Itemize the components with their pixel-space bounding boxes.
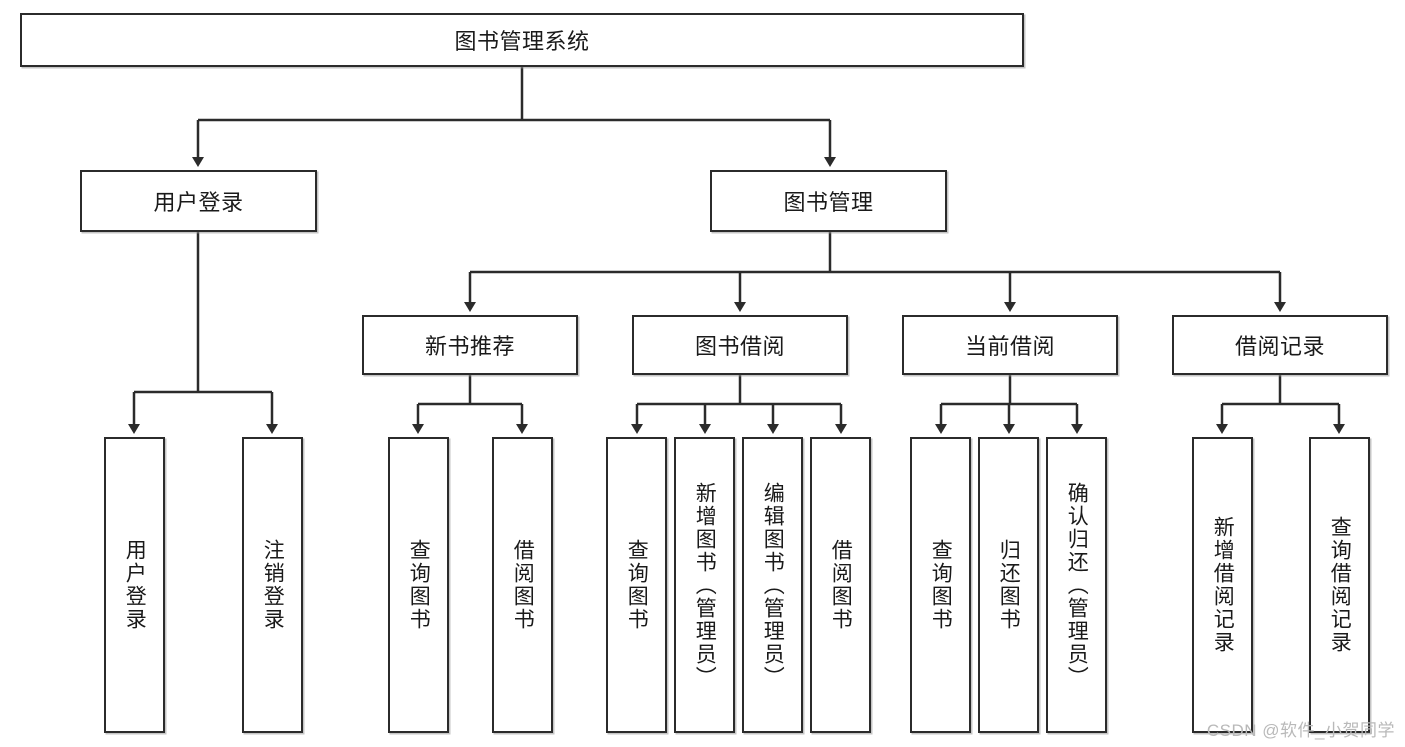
node-leaf-edit-book-label: 编辑图书（管理员） [761, 481, 785, 689]
node-leaf-add-book[interactable]: 新增图书（管理员） [674, 437, 735, 733]
node-leaf-return-book[interactable]: 归还图书 [978, 437, 1039, 733]
node-book-manage-label: 图书管理 [783, 190, 874, 215]
node-leaf-query-book-2[interactable]: 查询图书 [606, 437, 667, 733]
node-leaf-query-book-1[interactable]: 查询图书 [388, 437, 449, 733]
node-leaf-return-book-label: 归还图书 [997, 539, 1021, 631]
node-leaf-add-record[interactable]: 新增借阅记录 [1192, 437, 1253, 733]
node-leaf-logout-login[interactable]: 注销登录 [242, 437, 303, 733]
node-book-borrow-label: 图书借阅 [694, 334, 785, 359]
node-leaf-query-book-3-label: 查询图书 [929, 539, 953, 631]
node-leaf-user-login-label: 用户登录 [123, 539, 147, 631]
node-leaf-query-record[interactable]: 查询借阅记录 [1309, 437, 1370, 733]
node-leaf-borrow-book-1-label: 借阅图书 [511, 539, 535, 631]
watermark-text: CSDN @软件_小贺同学 [1206, 721, 1395, 740]
node-leaf-confirm-return-label: 确认归还（管理员） [1065, 481, 1089, 689]
node-root-label: 图书管理系统 [454, 29, 590, 54]
node-user-login[interactable]: 用户登录 [80, 170, 317, 232]
node-leaf-borrow-book-2[interactable]: 借阅图书 [810, 437, 871, 733]
node-new-book-rec[interactable]: 新书推荐 [362, 315, 578, 375]
node-book-manage[interactable]: 图书管理 [710, 170, 947, 232]
node-new-book-rec-label: 新书推荐 [424, 334, 515, 359]
node-root[interactable]: 图书管理系统 [20, 13, 1024, 67]
node-leaf-query-record-label: 查询借阅记录 [1328, 516, 1352, 654]
node-leaf-confirm-return[interactable]: 确认归还（管理员） [1046, 437, 1107, 733]
node-leaf-logout-login-label: 注销登录 [261, 539, 285, 631]
node-borrow-record[interactable]: 借阅记录 [1172, 315, 1388, 375]
node-leaf-user-login[interactable]: 用户登录 [104, 437, 165, 733]
node-leaf-edit-book[interactable]: 编辑图书（管理员） [742, 437, 803, 733]
node-leaf-query-book-3[interactable]: 查询图书 [910, 437, 971, 733]
node-book-borrow[interactable]: 图书借阅 [632, 315, 848, 375]
node-current-borrow[interactable]: 当前借阅 [902, 315, 1118, 375]
node-leaf-query-book-1-label: 查询图书 [407, 539, 431, 631]
node-leaf-borrow-book-2-label: 借阅图书 [829, 539, 853, 631]
node-borrow-record-label: 借阅记录 [1234, 334, 1325, 359]
node-user-login-label: 用户登录 [153, 190, 244, 215]
node-leaf-add-book-label: 新增图书（管理员） [693, 481, 717, 689]
node-current-borrow-label: 当前借阅 [964, 334, 1055, 359]
node-leaf-query-book-2-label: 查询图书 [625, 539, 649, 631]
node-leaf-add-record-label: 新增借阅记录 [1211, 516, 1235, 654]
node-leaf-borrow-book-1[interactable]: 借阅图书 [492, 437, 553, 733]
